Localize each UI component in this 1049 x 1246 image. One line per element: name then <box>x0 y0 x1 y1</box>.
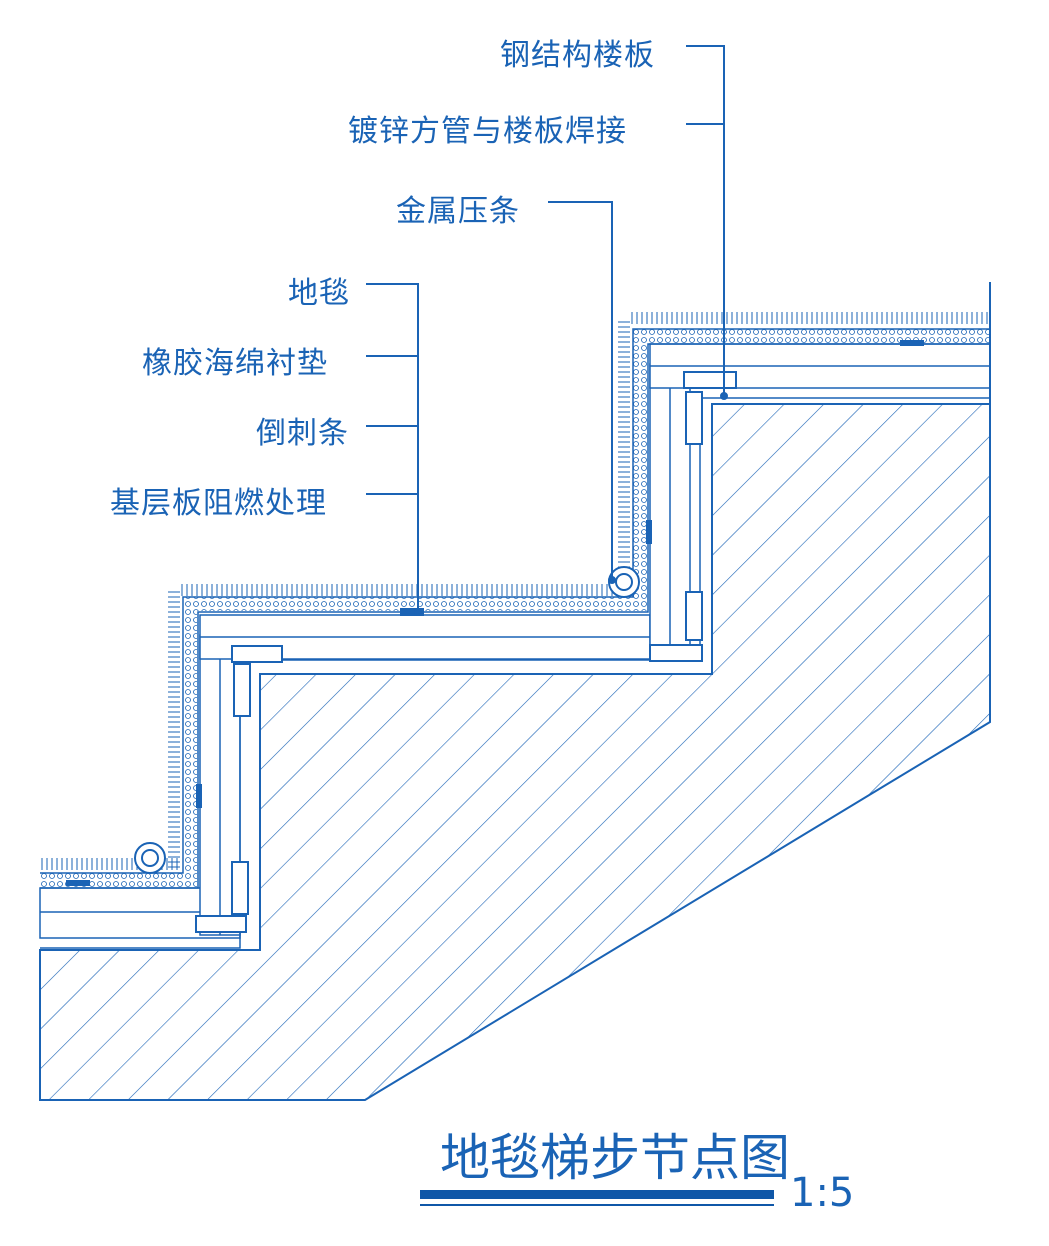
label-steel-floor: 钢结构楼板 <box>500 38 655 73</box>
label-carpet: 地毯 <box>288 276 350 311</box>
label-rubber-pad: 橡胶海绵衬垫 <box>142 346 328 381</box>
concrete-structure <box>39 403 991 1101</box>
barb-strips <box>66 340 924 886</box>
title-underline <box>420 1190 774 1206</box>
drawing-scale: 1:5 <box>790 1170 855 1216</box>
metal-strips <box>134 566 640 874</box>
drawing-title: 地毯梯步节点图 <box>440 1129 790 1187</box>
label-barb-strip: 倒刺条 <box>256 416 349 451</box>
label-metal-strip: 金属压条 <box>396 194 520 229</box>
carpet <box>40 312 990 870</box>
label-galvanized-tube: 镀锌方管与楼板焊接 <box>348 114 627 149</box>
label-base-board: 基层板阻燃处理 <box>110 486 327 521</box>
leader-lines <box>366 45 728 616</box>
galvanized-tubes <box>195 371 737 933</box>
